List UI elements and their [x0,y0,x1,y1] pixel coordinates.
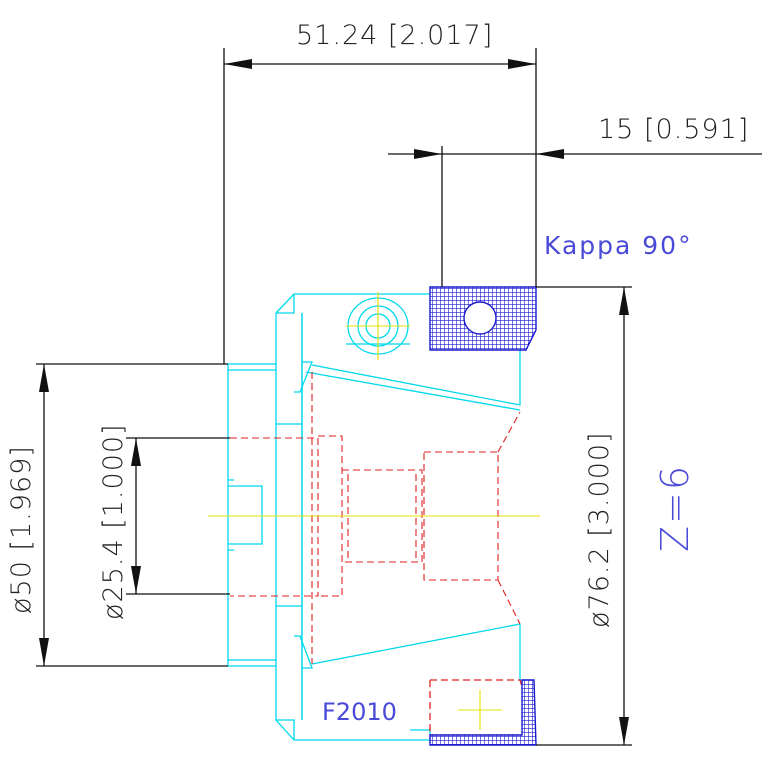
bottom-insert [429,679,537,746]
lead-angle-label: Kappa 90° [544,231,693,260]
dim-shank-diameter: ø50 [1.969] [6,363,228,667]
cutter-body-outline [227,293,530,741]
top-insert [429,286,537,351]
insert-offset-label: 15 [0.591] [598,114,749,145]
insert-code-label: F2010 [322,698,397,726]
dim-bore-diameter: ø25.4 [1.000] [98,423,230,620]
center-lines [208,292,540,730]
cutter-diameter-label: ø76.2 [3.000] [584,431,615,628]
shank-diameter-label: ø50 [1.969] [6,445,37,614]
teeth-count-label: Z=6 [653,464,697,552]
hidden-bore-lines [230,372,521,664]
dim-insert-offset: 15 [0.591] [388,114,762,287]
overall-length-label: 51.24 [2.017] [296,20,493,51]
dim-overall-length: 51.24 [2.017] [223,20,537,364]
bore-diameter-label: ø25.4 [1.000] [98,423,129,620]
dim-cutter-diameter: ø76.2 [3.000] [536,286,632,746]
